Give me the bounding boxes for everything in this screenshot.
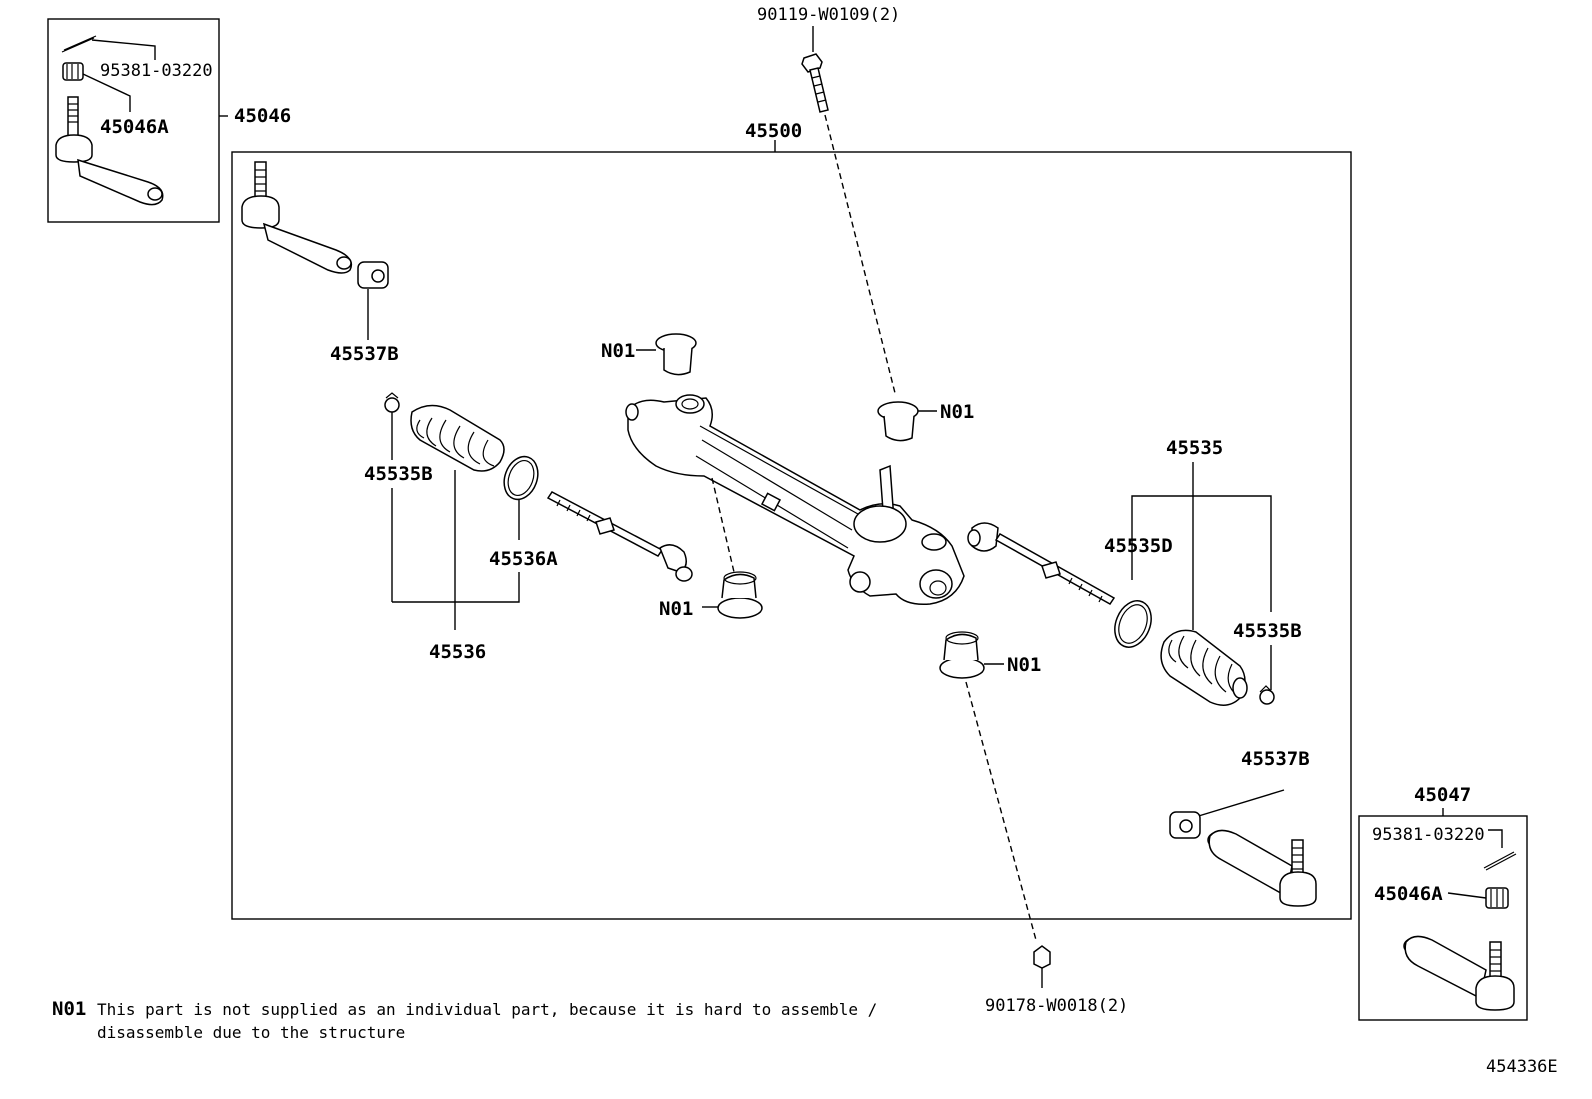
tie-rod-end-left-icon bbox=[241, 161, 353, 274]
bushing-n01-c-icon bbox=[717, 571, 763, 619]
inner-tie-rod-right-icon bbox=[967, 522, 1116, 605]
label-clamp-left[interactable]: 45536A bbox=[489, 548, 558, 570]
label-n01-c[interactable]: N01 bbox=[659, 598, 693, 620]
boot-left-icon bbox=[410, 404, 505, 472]
label-nut-right[interactable]: 45046A bbox=[1374, 883, 1443, 905]
label-jam-nut-left[interactable]: 45537B bbox=[330, 343, 399, 365]
label-pin-left[interactable]: 95381-03220 bbox=[100, 61, 213, 81]
label-clip-left[interactable]: 45535B bbox=[364, 463, 433, 485]
nut-bottom-icon bbox=[1033, 945, 1051, 969]
bushing-n01-d-icon bbox=[939, 631, 985, 679]
boot-right-icon bbox=[1160, 629, 1248, 706]
label-kit-right: 45047 bbox=[1414, 784, 1471, 806]
jam-nut-right-icon bbox=[1169, 811, 1201, 839]
label-assembly[interactable]: 45500 bbox=[745, 120, 802, 142]
label-clip-right[interactable]: 45535B bbox=[1233, 620, 1302, 642]
label-clamp-right[interactable]: 45535D bbox=[1104, 535, 1173, 557]
label-n01-b[interactable]: N01 bbox=[940, 401, 974, 423]
label-jam-nut-right[interactable]: 45537B bbox=[1241, 748, 1310, 770]
clamp-left-icon bbox=[503, 455, 539, 501]
castle-nut-left-icon bbox=[62, 62, 131, 112]
label-n01-a[interactable]: N01 bbox=[601, 340, 635, 362]
clip-left-icon bbox=[384, 392, 400, 413]
clip-right-icon bbox=[1259, 685, 1275, 705]
label-nut-left[interactable]: 45046A bbox=[100, 116, 169, 138]
castle-nut-right-icon bbox=[1485, 887, 1509, 909]
label-boot-kit-right[interactable]: 45535 bbox=[1166, 437, 1223, 459]
clamp-right-icon bbox=[1114, 600, 1152, 648]
cotter-pin-left-icon bbox=[61, 35, 156, 60]
assembly-box bbox=[231, 151, 1352, 920]
note-code: N01 bbox=[52, 998, 86, 1020]
label-n01-d[interactable]: N01 bbox=[1007, 654, 1041, 676]
bushing-n01-a-icon bbox=[655, 333, 697, 376]
tie-rod-end-kit-right-icon bbox=[1403, 935, 1515, 1011]
kit-box-right bbox=[1358, 815, 1528, 1021]
label-pin-right[interactable]: 95381-03220 bbox=[1372, 825, 1485, 845]
label-bolt-top[interactable]: 90119-W0109(2) bbox=[757, 5, 900, 25]
note-line2: disassemble due to the structure bbox=[97, 1023, 405, 1042]
tie-rod-end-right-icon bbox=[1207, 829, 1317, 907]
jam-nut-left-icon bbox=[357, 261, 389, 289]
label-nut-bottom[interactable]: 90178-W0018(2) bbox=[985, 996, 1128, 1016]
label-kit-left: 45046 bbox=[234, 105, 291, 127]
bushing-n01-b-icon bbox=[877, 401, 919, 442]
diagram-id: 454336E bbox=[1486, 1057, 1558, 1077]
inner-tie-rod-left-icon bbox=[546, 491, 693, 582]
tie-rod-end-kit-left-icon bbox=[55, 96, 164, 206]
bolt-top-icon bbox=[801, 53, 829, 113]
label-boot-kit-left[interactable]: 45536 bbox=[429, 641, 486, 663]
note-line1: This part is not supplied as an individu… bbox=[97, 1000, 877, 1019]
steering-gear-housing-icon bbox=[625, 394, 965, 606]
cotter-pin-right-icon bbox=[1483, 851, 1517, 871]
kit-box-left bbox=[47, 18, 220, 223]
